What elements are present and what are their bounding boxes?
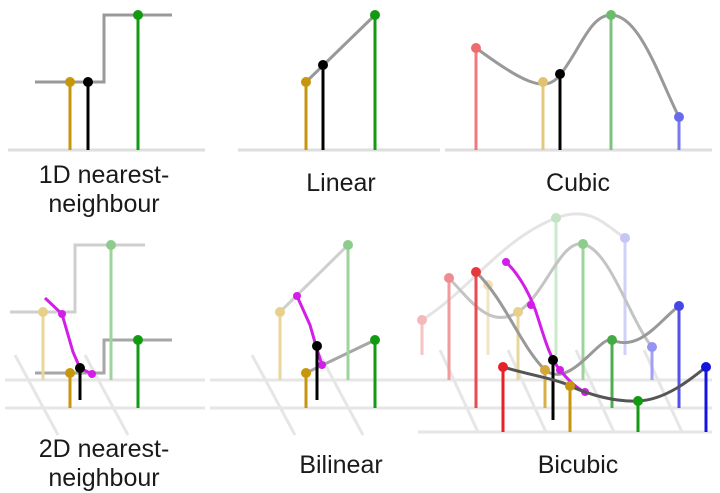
row1-point-4 bbox=[701, 362, 711, 372]
magenta-point-2 bbox=[527, 301, 535, 309]
front-point-right bbox=[370, 335, 380, 345]
grid-diag-1 bbox=[250, 354, 297, 436]
sample-point-1 bbox=[471, 43, 481, 53]
interpolated-point bbox=[318, 60, 328, 70]
magenta-point-3 bbox=[556, 366, 564, 374]
row1-point-1 bbox=[498, 362, 508, 372]
sample-point-left bbox=[65, 77, 75, 87]
row1-point-3 bbox=[633, 396, 643, 406]
interpolated-point bbox=[75, 363, 85, 373]
step-curve-back bbox=[10, 243, 145, 314]
label-linear: Linear bbox=[306, 169, 376, 197]
back-point-right bbox=[343, 240, 353, 250]
magenta-point-1 bbox=[58, 310, 66, 318]
sample-point-4 bbox=[674, 112, 684, 122]
grid-diag-1 bbox=[438, 349, 480, 433]
grid-diag-2 bbox=[506, 349, 548, 433]
magenta-point-1 bbox=[293, 292, 301, 300]
row3-point-3 bbox=[578, 239, 588, 249]
grid-diag-1 bbox=[13, 354, 60, 436]
sample-point-right bbox=[370, 10, 380, 20]
row2-point-3 bbox=[607, 335, 617, 345]
row4-point-3 bbox=[551, 213, 561, 223]
front-point-right bbox=[133, 335, 143, 345]
interpolated-point bbox=[312, 341, 322, 351]
curve-row-1 bbox=[502, 365, 707, 403]
curve-row-4 bbox=[421, 212, 626, 322]
label-1d-nearest-line1: 1D nearest- bbox=[39, 161, 170, 189]
panel-bilinear bbox=[210, 240, 440, 436]
row1-point-2 bbox=[565, 381, 575, 391]
step-curve-front bbox=[35, 338, 172, 375]
sample-point-left bbox=[301, 77, 311, 87]
back-point-right bbox=[106, 240, 116, 250]
row4-point-4 bbox=[620, 233, 630, 243]
curve-row-2 bbox=[474, 270, 680, 376]
label-bicubic: Bicubic bbox=[538, 451, 619, 479]
panel-2d-nearest-neighbour bbox=[5, 240, 205, 436]
row2-point-2 bbox=[540, 365, 550, 375]
magenta-point-2 bbox=[88, 370, 96, 378]
grid-diag-2 bbox=[83, 354, 130, 436]
row2-point-1 bbox=[471, 267, 481, 277]
magenta-point-2 bbox=[318, 361, 326, 369]
row3-point-1 bbox=[444, 273, 454, 283]
linear-curve bbox=[304, 13, 377, 84]
curve-row-3 bbox=[447, 242, 654, 348]
front-point-left bbox=[65, 368, 75, 378]
label-2d-nearest-line2: neighbour bbox=[48, 464, 159, 492]
row3-point-2 bbox=[513, 307, 523, 317]
panel-cubic bbox=[445, 10, 712, 152]
label-bilinear: Bilinear bbox=[299, 451, 382, 479]
sample-point-right bbox=[133, 10, 143, 20]
row4-point-1 bbox=[417, 315, 427, 325]
front-point-left bbox=[301, 368, 311, 378]
grid-diag-2 bbox=[318, 354, 365, 436]
grid-diag-4 bbox=[642, 349, 684, 433]
cubic-curve bbox=[475, 13, 681, 118]
magenta-path bbox=[295, 295, 324, 366]
magenta-point-1 bbox=[502, 258, 510, 266]
sample-point-2 bbox=[538, 77, 548, 87]
back-point-left bbox=[275, 307, 285, 317]
interpolated-point bbox=[548, 355, 558, 365]
magenta-path bbox=[43, 296, 93, 376]
panel-bicubic bbox=[417, 212, 712, 434]
row3-point-4 bbox=[647, 342, 657, 352]
panel-1d-nearest-neighbour bbox=[8, 10, 205, 152]
panel-linear bbox=[238, 10, 440, 152]
interpolated-point bbox=[83, 77, 93, 87]
row2-point-4 bbox=[674, 301, 684, 311]
label-2d-nearest-line1: 2D nearest- bbox=[39, 435, 170, 463]
back-point-left bbox=[38, 307, 48, 317]
sample-point-3 bbox=[606, 10, 616, 20]
label-cubic: Cubic bbox=[546, 169, 610, 197]
interpolated-point bbox=[555, 69, 565, 79]
linear-back bbox=[278, 243, 350, 314]
step-curve bbox=[35, 13, 172, 84]
label-1d-nearest-line2: neighbour bbox=[48, 190, 159, 218]
